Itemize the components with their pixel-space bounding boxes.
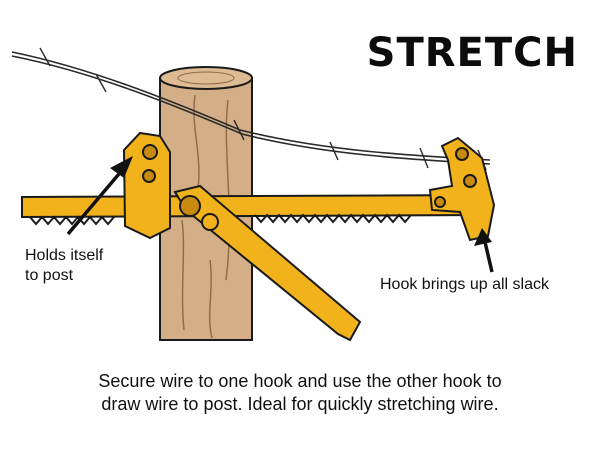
page-title: STRETCH — [366, 30, 578, 76]
post-grain — [181, 94, 230, 339]
post-top — [159, 66, 253, 90]
callout-holds-post: Holds itself to post — [25, 246, 145, 286]
right-hook — [428, 136, 496, 242]
callout-hook-slack: Hook brings up all slack — [380, 276, 549, 293]
left-arrow — [66, 166, 126, 236]
caption-line-1: Secure wire to one hook and use the othe… — [98, 371, 502, 391]
caption-line-2: draw wire to post. Ideal for quickly str… — [101, 394, 499, 414]
arrows — [66, 156, 494, 273]
ratchet-teeth — [29, 213, 412, 226]
wire-barbs — [39, 47, 487, 171]
fence-stretcher-tool — [21, 131, 496, 342]
left-hook — [122, 131, 171, 240]
callout-left-line-2: to post — [25, 267, 74, 284]
barbed-wire — [11, 47, 491, 171]
description-caption: Secure wire to one hook and use the othe… — [40, 370, 560, 416]
callout-left-line-1: Holds itself — [25, 247, 104, 264]
right-arrow — [483, 241, 494, 273]
